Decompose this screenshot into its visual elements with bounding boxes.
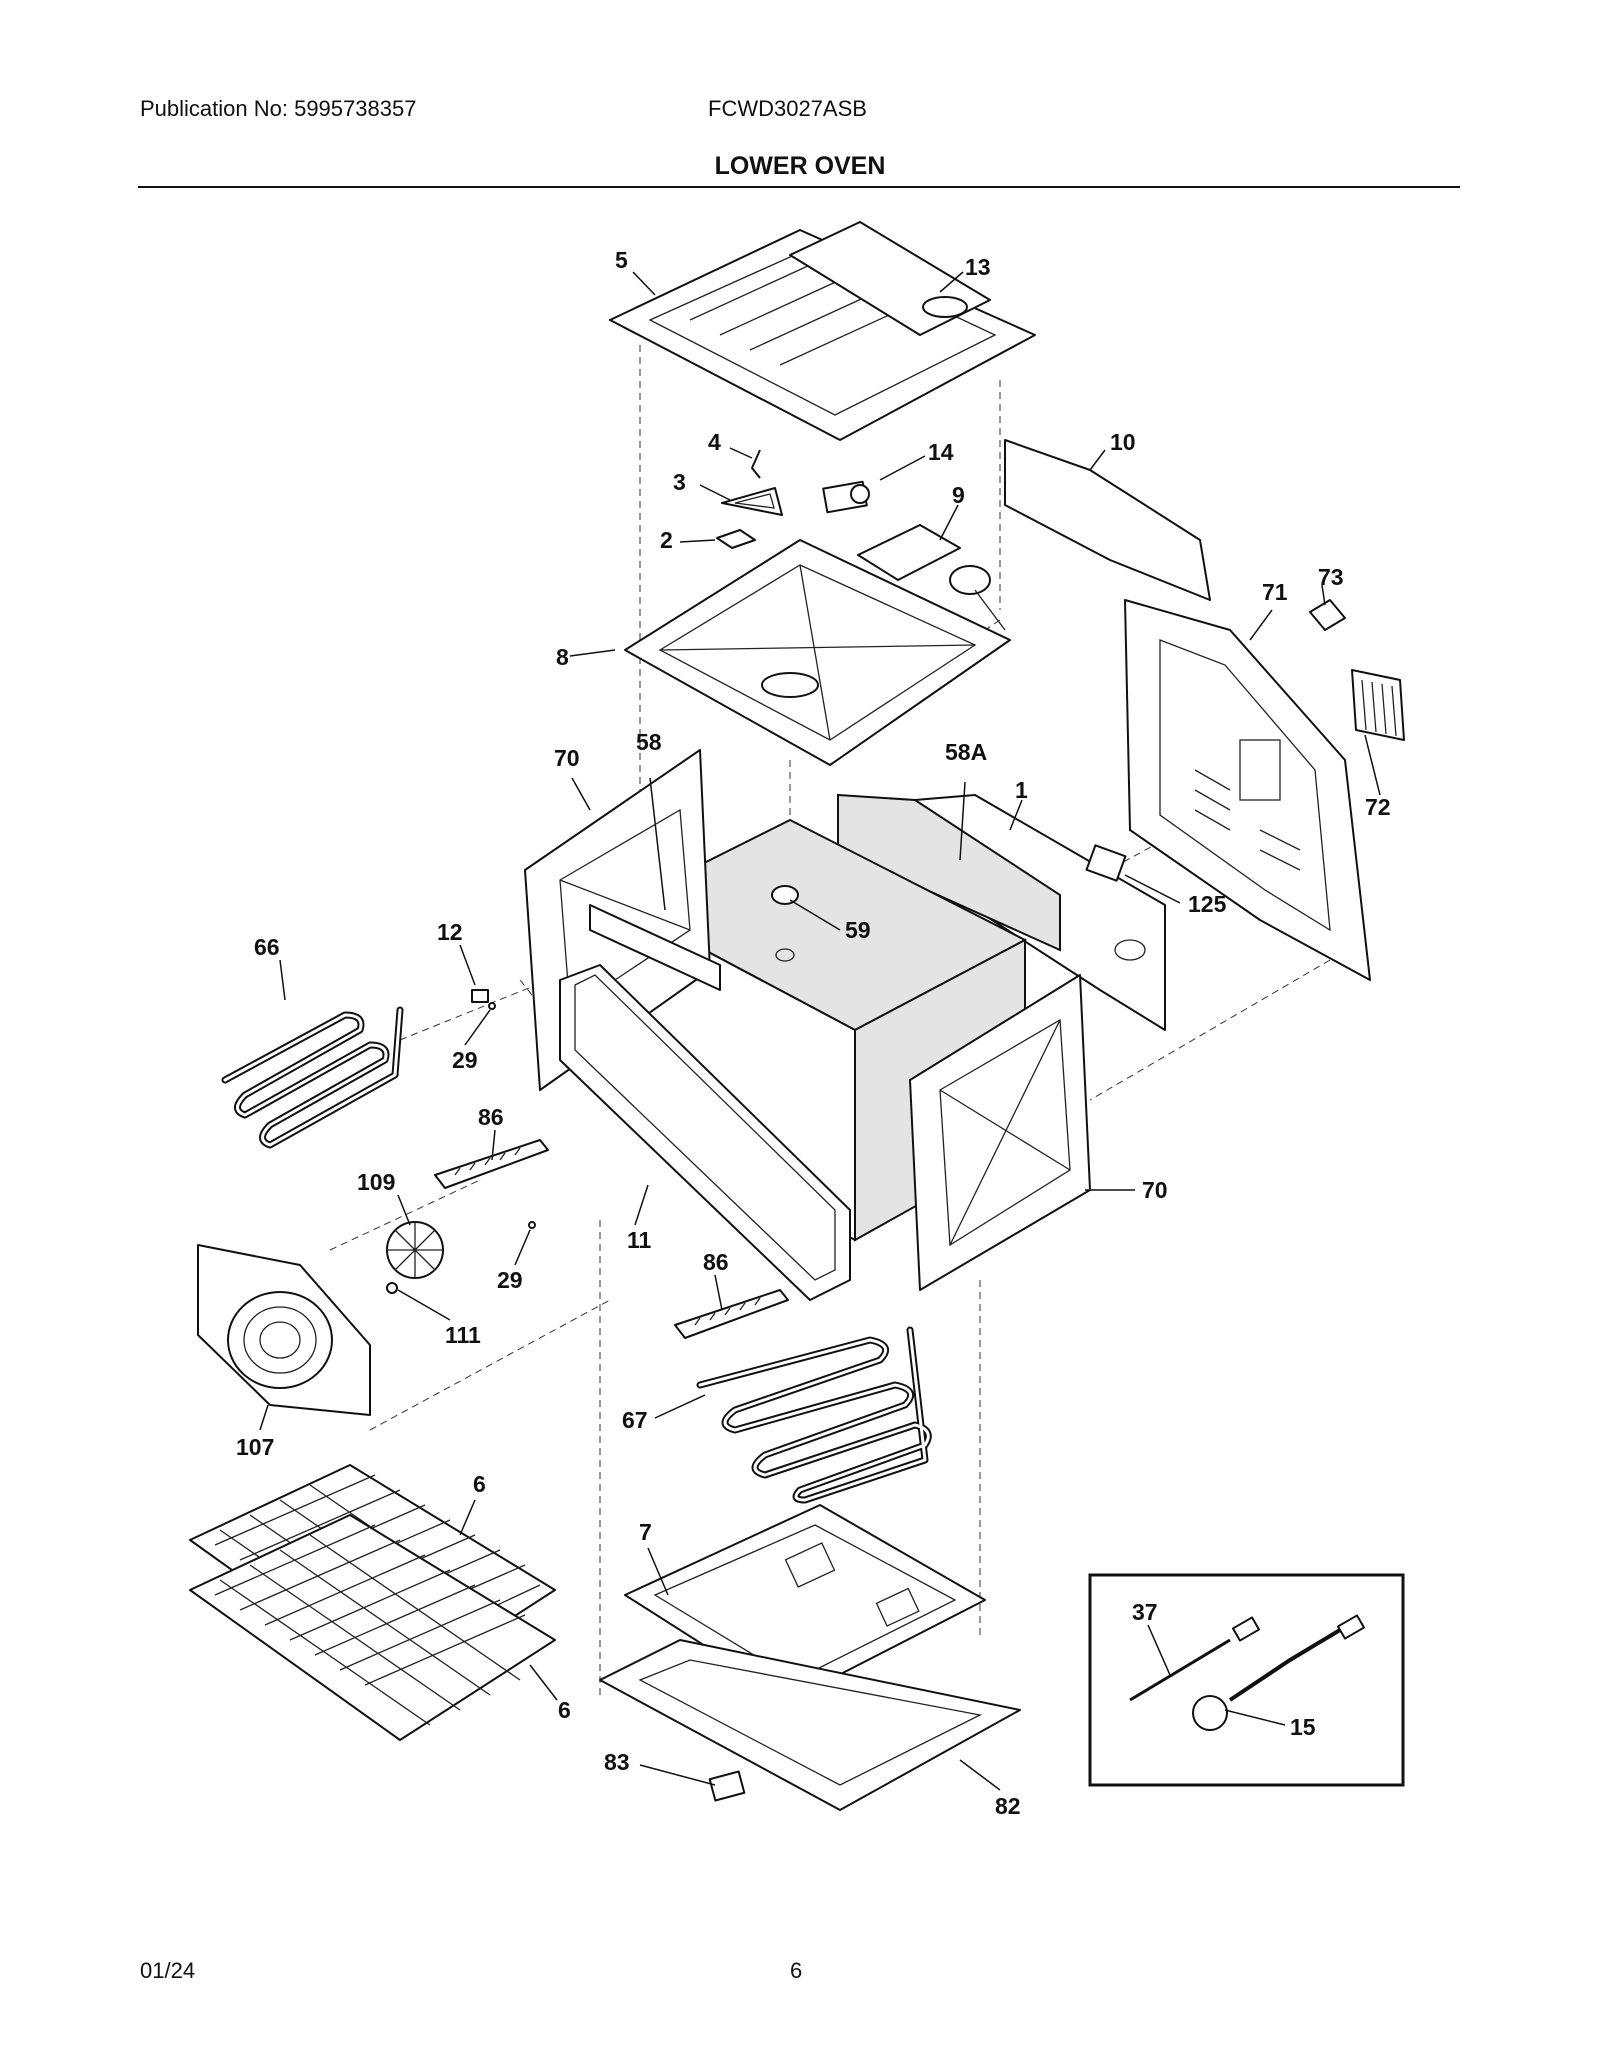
part-37-sensor-probe <box>1129 1616 1261 1702</box>
callout-86-upper: 86 <box>478 1104 504 1130</box>
part-12-light-socket <box>471 989 489 1003</box>
callout-71: 71 <box>1262 579 1288 605</box>
part-9-fan-motor <box>857 524 1006 631</box>
part-10-rear-shield <box>1004 439 1211 601</box>
part-8-top-wrapper <box>624 539 1011 766</box>
part-15-meat-probe <box>1192 1614 1366 1731</box>
callout-72: 72 <box>1365 794 1391 820</box>
part-29-screw-lower <box>528 1221 536 1229</box>
callout-66: 66 <box>254 934 280 960</box>
callout-3: 3 <box>673 469 686 495</box>
section-title: LOWER OVEN <box>714 152 886 180</box>
part-58a-insulation <box>837 793 1061 952</box>
callout-82: 82 <box>995 1793 1021 1819</box>
callout-4: 4 <box>708 429 721 455</box>
callout-15: 15 <box>1290 1714 1316 1740</box>
part-109-fan-blade <box>386 1221 444 1279</box>
callout-10: 10 <box>1110 429 1136 455</box>
part-107-fan-cover <box>197 1244 371 1416</box>
part-67-bake-element <box>696 1326 932 1504</box>
callout-14: 14 <box>928 439 954 465</box>
callout-29-upper: 29 <box>452 1047 478 1073</box>
callout-9: 9 <box>952 482 965 508</box>
part-86-rack-guide-lower <box>674 1289 789 1339</box>
inset-box-sensors <box>1088 1573 1405 1787</box>
publication-number: Publication No: 5995738357 <box>140 96 417 121</box>
callout-73: 73 <box>1318 564 1344 590</box>
part-66-broil-element <box>221 1006 404 1149</box>
callout-83: 83 <box>604 1749 630 1775</box>
callout-111: 111 <box>445 1322 481 1348</box>
callout-6-lower: 6 <box>558 1697 571 1723</box>
part-83-bracket <box>708 1770 746 1802</box>
callout-70-left: 70 <box>554 745 580 771</box>
part-111-nut <box>386 1282 398 1294</box>
callout-109: 109 <box>357 1169 395 1195</box>
part-72-louver <box>1351 669 1405 741</box>
callout-1: 1 <box>1015 777 1028 803</box>
callout-59: 59 <box>845 917 871 943</box>
callout-11: 11 <box>627 1227 652 1253</box>
part-2-bracket <box>716 529 756 549</box>
part-4-wire-clip <box>751 449 761 479</box>
page-number: 6 <box>790 1958 803 1983</box>
callout-86-lower: 86 <box>703 1249 729 1275</box>
callout-leaders <box>259 271 1381 1791</box>
callout-29-lower: 29 <box>497 1267 523 1293</box>
part-3-gasket <box>721 487 783 516</box>
callout-2: 2 <box>660 527 673 553</box>
part-71-rear-panel <box>1124 599 1371 981</box>
part-29-screw <box>488 1002 496 1010</box>
callout-58: 58 <box>636 729 662 755</box>
callout-13: 13 <box>965 254 991 280</box>
callout-5: 5 <box>615 247 628 273</box>
part-73-cover <box>1309 599 1346 631</box>
callout-8: 8 <box>556 644 569 670</box>
part-86-rack-guide-upper <box>434 1139 549 1189</box>
part-14-switch <box>822 480 870 514</box>
part-5-top-panel <box>609 221 1036 441</box>
callout-58a: 58A <box>945 739 987 765</box>
callout-7: 7 <box>639 1519 652 1545</box>
part-125-switch <box>1085 844 1127 882</box>
callout-70-right: 70 <box>1142 1177 1168 1203</box>
callout-125: 125 <box>1188 891 1227 917</box>
header-rule <box>138 186 1460 188</box>
callout-67: 67 <box>622 1407 648 1433</box>
model-number: FCWD3027ASB <box>708 96 867 121</box>
callout-12: 12 <box>437 919 463 945</box>
callout-37: 37 <box>1132 1599 1158 1625</box>
part-11-door-gasket <box>559 904 851 1301</box>
part-6-oven-rack-lower <box>189 1514 556 1741</box>
footer-date: 01/24 <box>140 1958 196 1983</box>
callout-107: 107 <box>236 1434 274 1460</box>
callout-6-upper: 6 <box>473 1471 486 1497</box>
part-82-bottom-wrapper <box>599 1639 1021 1811</box>
callout-labels: 5 13 4 14 10 3 9 2 8 73 71 72 70 58 58A … <box>236 247 1391 1819</box>
